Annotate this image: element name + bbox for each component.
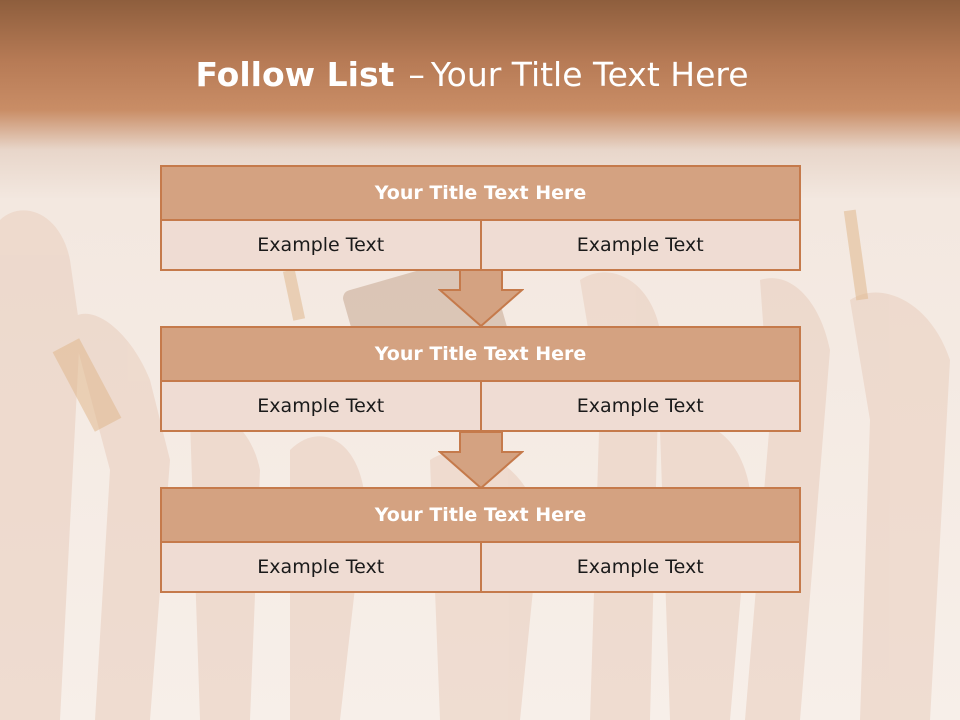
list-block-3: Your Title Text Here Example Text Exampl… [160,487,801,593]
block-cell-left: Example Text [160,382,482,432]
block-heading: Your Title Text Here [160,487,801,543]
title-separator: – [408,55,425,94]
block-heading: Your Title Text Here [160,326,801,382]
block-heading: Your Title Text Here [160,165,801,221]
list-block-1: Your Title Text Here Example Text Exampl… [160,165,801,271]
block-cell-left: Example Text [160,221,482,271]
down-arrow-icon [438,269,524,328]
block-cell-left: Example Text [160,543,482,593]
down-arrow-icon [438,431,524,490]
block-cell-right: Example Text [481,543,801,593]
list-block-2: Your Title Text Here Example Text Exampl… [160,326,801,432]
block-cell-right: Example Text [481,221,801,271]
block-cell-right: Example Text [481,382,801,432]
slide-title: Follow List–Your Title Text Here [0,52,944,98]
title-rest: Your Title Text Here [430,55,749,94]
title-bold: Follow List [195,55,395,94]
